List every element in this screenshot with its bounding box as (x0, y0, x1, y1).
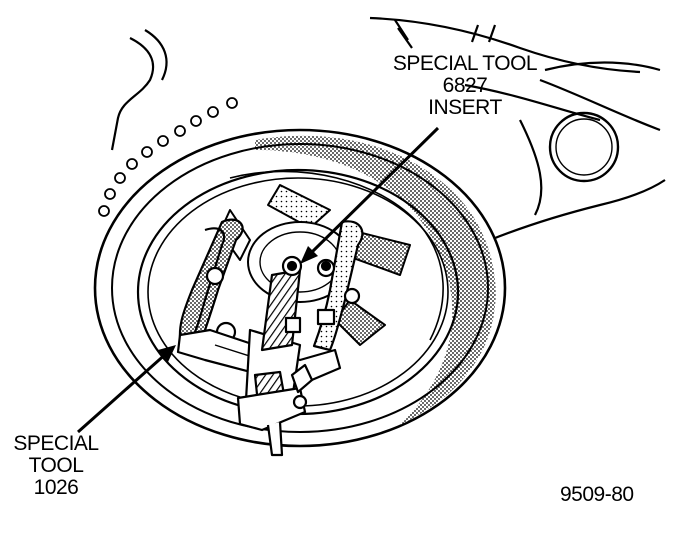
label-special-tool-6827: SPECIAL TOOL 6827 INSERT (380, 53, 550, 119)
figure-id: 9509-80 (560, 483, 634, 506)
label-6827-line-2: 6827 (442, 74, 488, 97)
label-1026-line-2: TOOL (28, 454, 84, 477)
puller-tool-1026 (176, 218, 364, 457)
label-6827-line-1: SPECIAL TOOL (392, 52, 538, 75)
label-1026-line-3: 1026 (33, 476, 79, 499)
housing-bolt-holes (98, 97, 238, 217)
engine-housing (110, 16, 666, 242)
label-6827-line-3: INSERT (428, 96, 502, 119)
label-1026-line-1: SPECIAL (13, 432, 99, 455)
leader-arrow-1026 (77, 345, 176, 434)
leader-arrow-6827 (300, 126, 440, 264)
label-special-tool-1026: SPECIAL TOOL 1026 (8, 433, 104, 499)
